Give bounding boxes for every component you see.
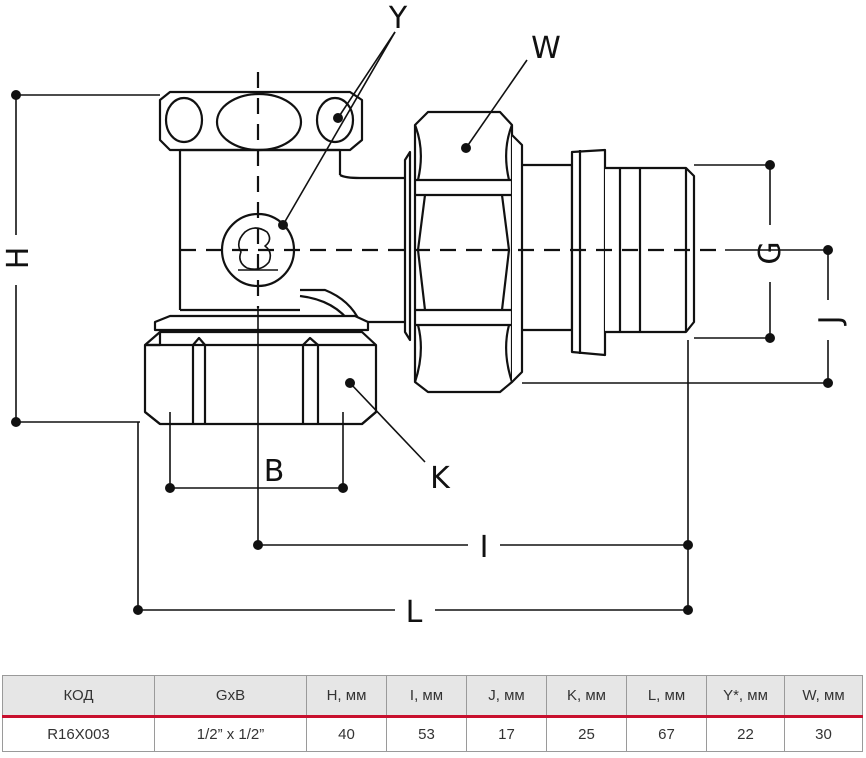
table-header-row: КОД GxB H, мм I, мм J, мм K, мм L, мм Y*… — [2, 675, 863, 718]
header-k: K, мм — [546, 675, 627, 718]
cell-code: R16X003 — [2, 716, 155, 752]
cell-gxb: 1/2” x 1/2” — [154, 716, 307, 752]
label-i: I — [480, 530, 489, 565]
spec-table: КОД GxB H, мм I, мм J, мм K, мм L, мм Y*… — [2, 675, 863, 752]
valve-drawing: Y W H G J B K I L — [1, 1, 848, 630]
cell-j: 17 — [466, 716, 547, 752]
header-y: Y*, мм — [706, 675, 785, 718]
header-code: КОД — [2, 675, 155, 718]
label-w: W — [531, 31, 561, 66]
label-g: G — [753, 241, 788, 264]
header-i: I, мм — [386, 675, 467, 718]
bottom-hex-nut — [143, 314, 378, 426]
header-j: J, мм — [466, 675, 547, 718]
header-h: H, мм — [306, 675, 387, 718]
header-l: L, мм — [626, 675, 707, 718]
label-y: Y — [388, 1, 408, 36]
label-l: L — [406, 595, 423, 630]
cell-i: 53 — [386, 716, 467, 752]
cell-k: 25 — [546, 716, 627, 752]
cell-l: 67 — [626, 716, 707, 752]
label-b: B — [264, 454, 285, 489]
valve-body-vertical — [178, 150, 405, 312]
label-k: K — [430, 461, 451, 496]
cell-w: 30 — [784, 716, 863, 752]
header-gxb: GxB — [154, 675, 307, 718]
label-h: H — [1, 247, 36, 270]
header-w: W, мм — [784, 675, 863, 718]
top-hex-cap — [158, 90, 364, 152]
tailpiece — [522, 148, 696, 357]
table-row: R16X003 1/2” x 1/2” 40 53 17 25 67 22 30 — [2, 716, 863, 752]
union-nut — [403, 110, 524, 394]
label-j: J — [813, 316, 848, 327]
cell-h: 40 — [306, 716, 387, 752]
cell-y: 22 — [706, 716, 785, 752]
